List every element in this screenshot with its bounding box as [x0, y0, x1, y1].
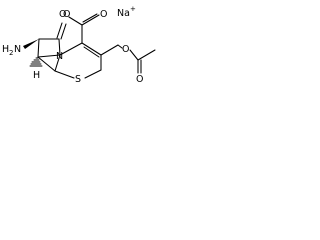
bond-c4-c3-a	[81, 42, 102, 56]
atom-counter-ion: Na	[117, 8, 130, 19]
bond-c6-n5	[54, 54, 61, 72]
bond-ch2-o	[117, 44, 123, 49]
bond-n5-c4	[59, 42, 83, 56]
counter-ion-charge: +	[130, 5, 136, 13]
chemical-structure: O O O Na + H 2 N N H S O O	[2, 5, 156, 85]
bond-c8-o-b	[60, 23, 67, 40]
bond-s1-c6	[54, 70, 75, 79]
bond-o-cacyl	[129, 49, 139, 61]
lactam-carbonyl	[56, 22, 67, 40]
bond-c3-ch2	[100, 44, 119, 56]
bond-c6-c6b	[37, 56, 56, 72]
bond-cooc-o2	[68, 16, 83, 26]
acetoxymethyl-group	[100, 44, 156, 74]
beta-lactam-ring	[37, 38, 61, 58]
atom-beta-h: H	[33, 70, 40, 81]
atom-amino-h: H	[2, 44, 9, 55]
atom-acetyl-o: O	[136, 74, 143, 85]
atom-amino-n: N	[14, 44, 21, 55]
atom-ring-oxygen: O	[59, 9, 66, 20]
bond-cacyl-ch3	[137, 49, 156, 61]
bond-c8-n5	[58, 38, 61, 56]
bond-c2-s1	[84, 69, 102, 79]
bond-cooc-o-a	[81, 14, 100, 26]
atom-amino-sub: 2	[9, 49, 13, 57]
atom-thio-s: S	[75, 74, 81, 85]
amino-wedge-bond	[23, 39, 39, 49]
bond-c6-c7	[37, 38, 40, 58]
atom-ester-o: O	[122, 44, 129, 55]
atom-lactam-n: N	[56, 51, 63, 62]
atom-carboxylate-o2: O	[100, 9, 107, 20]
bond-cooc-o-b	[82, 13, 98, 23]
dihydrothiazine-ring	[37, 42, 102, 79]
atom-carboxylate-o1: O	[63, 9, 70, 20]
bond-c8-o-a	[56, 22, 63, 39]
bond-n5-c6	[37, 54, 61, 58]
h-hashed-bond	[29, 57, 43, 67]
carboxylate-group	[68, 13, 100, 44]
bond-c4-c3-b	[83, 46, 100, 58]
